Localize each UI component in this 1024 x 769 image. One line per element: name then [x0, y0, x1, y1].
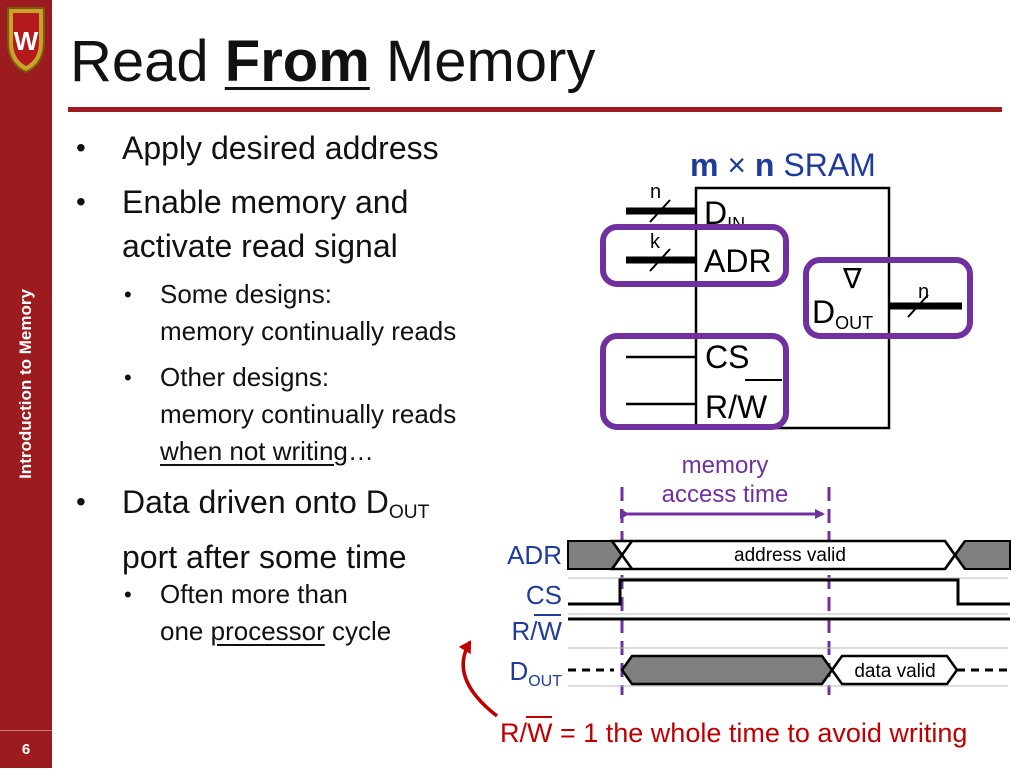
bullet-dot: •: [124, 582, 132, 607]
adr-highlight: [600, 224, 789, 287]
university-crest-icon: W: [7, 7, 45, 74]
dout-width-slash: [907, 294, 929, 318]
bullet-dot: •: [76, 486, 86, 517]
bullet-dot: •: [124, 365, 132, 390]
din-width-slash: [649, 199, 671, 223]
subbullet-text: cycle: [324, 616, 392, 646]
slide-title: Read From Memory: [70, 22, 595, 102]
bullet-dot: •: [124, 282, 132, 307]
subbullet-text: …: [347, 436, 374, 466]
subbullet-underlined: processor: [210, 616, 325, 646]
page-number: 6: [0, 730, 52, 769]
bullet-apply-address: • Apply desired address: [76, 126, 439, 170]
bullet-text: Data driven onto D: [122, 484, 389, 520]
subbullet-often-more: • Often more than one processor cycle: [124, 576, 392, 650]
bullet-dot: •: [76, 186, 86, 217]
din-width-label: n: [650, 181, 661, 203]
adr-width-label: k: [650, 231, 661, 253]
note-arrow: [458, 640, 499, 718]
subbullet-text: one: [160, 616, 211, 646]
dout-invalid-region: [620, 654, 834, 686]
clock-symbol: ∇: [842, 263, 862, 294]
title-pre: Read: [70, 29, 225, 94]
bullet-enable-memory: • Enable memory and activate read signal: [76, 180, 409, 268]
rw-note: R/W = 1 the whole time to avoid writing: [500, 718, 967, 748]
bullet-data-driven: • Data driven onto DOUT port after some ti…: [76, 480, 430, 579]
title-bold: From: [224, 29, 370, 94]
dout-subscript: OUT: [388, 501, 430, 523]
bullet-dot: •: [76, 132, 86, 163]
dout-width-label: n: [918, 281, 929, 303]
adr-width-slash: [649, 248, 671, 272]
bullet-text: Enable memory and: [122, 184, 409, 220]
subbullet-some-designs: • Some designs: memory continually reads: [124, 276, 457, 350]
title-post: Memory: [369, 29, 596, 94]
cs-waveform: [568, 578, 1010, 606]
cs-label: CS: [705, 339, 749, 375]
access-time-label-1: memory: [682, 452, 769, 479]
access-time-label-2: access time: [662, 481, 789, 508]
sig-rw-label: R/W: [511, 616, 562, 646]
data-valid-label: data valid: [854, 661, 935, 682]
subbullet-text: Some designs:: [160, 279, 332, 309]
subbullet-text: Often more than: [160, 579, 348, 609]
sidebar: W Introduction to Memory 6: [0, 0, 52, 768]
subbullet-other-designs: • Other designs: memory continually reads w…: [124, 359, 457, 470]
dout-highlight: [803, 257, 973, 339]
title-rule: [68, 107, 1002, 112]
adr-label: ADR: [704, 243, 772, 279]
sig-adr-label: ADR: [507, 540, 562, 570]
subbullet-text: memory continually reads: [160, 399, 457, 429]
sig-dout-label: DOUT: [509, 656, 562, 690]
subbullet-text: Other designs:: [160, 362, 330, 392]
bullet-text: activate read signal: [122, 228, 398, 264]
cs-rw-highlight: [600, 333, 789, 430]
subbullet-text: memory continually reads: [160, 316, 457, 346]
sram-title: m × n SRAM: [690, 147, 876, 183]
subbullet-underlined: when not writing: [160, 436, 348, 466]
bullet-text: port after some time: [122, 538, 407, 575]
rw-label: R/W: [705, 389, 768, 425]
dout-label: DOUT: [812, 294, 873, 333]
bullet-text: Apply desired address: [122, 130, 439, 166]
address-valid-label: address valid: [734, 545, 846, 566]
adr-cross: [943, 540, 967, 570]
adr-cross: [610, 540, 634, 570]
svg-text:W: W: [14, 26, 39, 56]
sig-cs-label: CS: [526, 580, 562, 610]
